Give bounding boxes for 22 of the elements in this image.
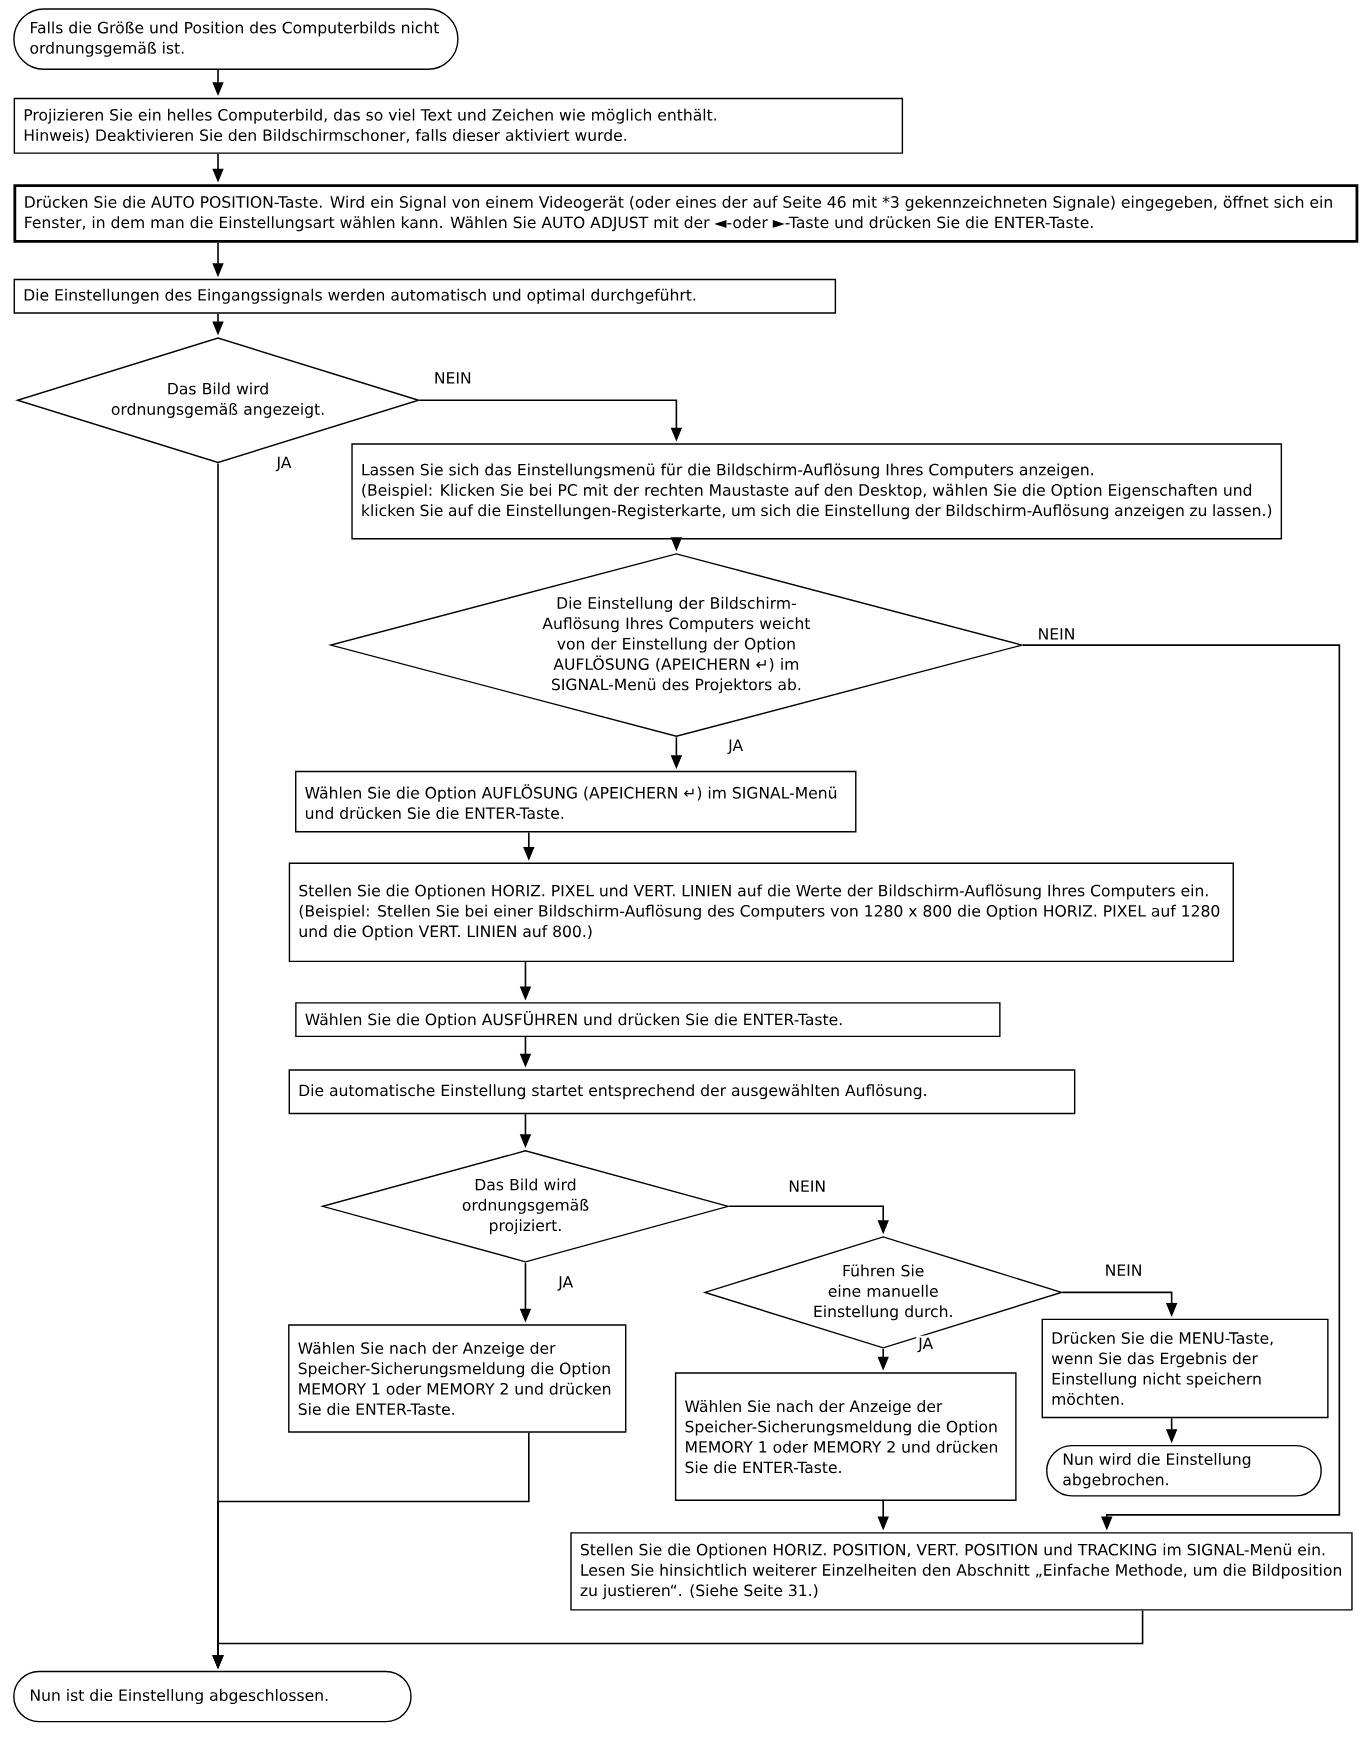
edge-label: NEIN: [1035, 626, 1078, 642]
terminal-box: Falls die Größe und Position des Computerbilds nicht ordnungsgemäß ist.: [13, 8, 459, 70]
edge-label: JA: [916, 1335, 935, 1355]
process-box: Wählen Sie nach der Anzeige der Speicher-Sicherungsmeldung die Option MEMORY 1 oder MEMORY 2 und drücken Sie die ENTER-Taste.: [674, 1372, 1017, 1501]
edge-label: JA: [725, 737, 745, 757]
process-box: Projizieren Sie ein helles Computerbild, das so viel Text und Zeichen wie möglich enthält. Hinweis) Deaktivieren Sie den Bildschirmschoner, falls dieser aktiviert wurde.: [13, 97, 903, 154]
edge-label: NEIN: [1102, 1262, 1145, 1278]
edge-label: NEIN: [431, 370, 474, 386]
process-box: Wählen Sie die Option AUSFÜHREN und drücken Sie die ENTER-Taste.: [295, 1002, 1001, 1038]
process-box: Die Einstellungen des Eingangssignals werden automatisch und optimal durchgeführt.: [13, 278, 836, 314]
process-box: Die automatische Einstellung startet entsprechend der ausgewählten Auflösung.: [288, 1069, 1076, 1115]
edge-label: NEIN: [786, 1178, 828, 1194]
process-box: Drücken Sie die AUTO POSITION-Taste. Wird ein Signal von einem Videogerät (oder eines der auf Seite 46 mit *3 gekennzeichneten Signale) eingegeben, öffnet sich ein Fenster, in dem man die Einstellungsart wählen kann. Wählen Sie AUTO ADJUST mit der ◄-oder ►-Taste und drücken Sie die ENTER-Taste.: [13, 184, 1359, 243]
terminal-box: Nun wird die Einstellung abgebrochen.: [1045, 1444, 1322, 1497]
process-box: Stellen Sie die Optionen HORIZ. POSITION, VERT. POSITION und TRACKING im SIGNAL-Menü ein. Lesen Sie hinsichtlich weiterer Einzelheiten den Abschnitt „Einfache Methode, um die Bildposition zu justieren“. (Siehe Seite 31.): [570, 1532, 1353, 1611]
edge-label: JA: [556, 1274, 575, 1293]
process-box: Stellen Sie die Optionen HORIZ. PIXEL und VERT. LINIEN auf die Werte der Bildschirm-Auflösung Ihres Computers ein. (Beispiel: Stellen Sie bei einer Bildschirm-Auflösung des Computers von 1280 x 800 die Option HORIZ. PIXEL auf 1280 und die Option VERT. LINIEN auf 800.): [288, 862, 1234, 963]
process-box: Drücken Sie die MENU-Taste, wenn Sie das Ergebnis der Einstellung nicht speichern möchten.: [1041, 1318, 1329, 1419]
process-box: Lassen Sie sich das Einstellungsmenü für die Bildschirm-Auflösung Ihres Computers anzeigen. (Beispiel: Klicken Sie bei PC mit der rechten Maustaste auf den Desktop, wählen Sie die Option Eigenschaften und klicken Sie auf die Einstellungen-Registerkarte, um sich die Einstellung der Bildschirm-Auflösung anzeigen zu lassen.): [351, 443, 1282, 540]
process-box: Wählen Sie nach der Anzeige der Speicher-Sicherungsmeldung die Option MEMORY 1 oder MEMORY 2 und drücken Sie die ENTER-Taste.: [287, 1324, 627, 1433]
process-box: Wählen Sie die Option AUFLÖSUNG (APEICHERN ↵) im SIGNAL-Menü und drücken Sie die ENTER-Taste.: [294, 770, 857, 833]
terminal-box: Nun ist die Einstellung abgeschlossen.: [12, 1670, 412, 1723]
